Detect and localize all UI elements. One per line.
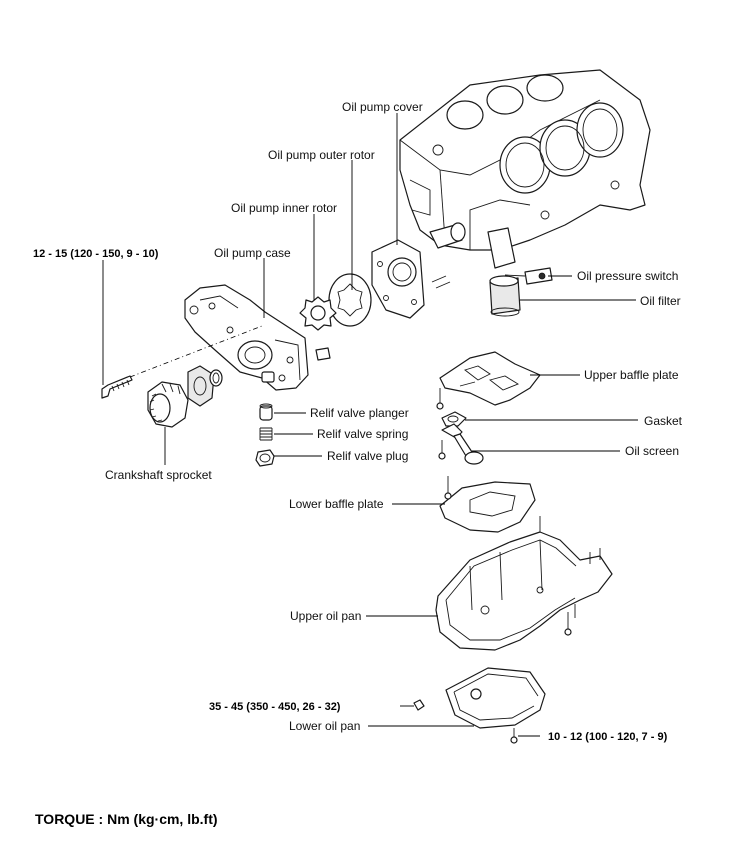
- upper-oil-pan: [435, 516, 613, 651]
- label-upper-baffle-plate: Upper baffle plate: [584, 368, 679, 382]
- leader-lines: [102, 113, 638, 737]
- label-oil-pump-case: Oil pump case: [214, 246, 291, 260]
- oil-pump-cover: [371, 239, 425, 319]
- label-oil-pressure-switch: Oil pressure switch: [577, 269, 678, 283]
- engine-block: [399, 69, 651, 317]
- torque-pump-case-bolt: 12 - 15 (120 - 150, 9 - 10): [33, 248, 159, 260]
- torque-lower-pan-bolt: 10 - 12 (100 - 120, 7 - 9): [548, 731, 668, 743]
- lower-oil-pan: [413, 667, 546, 744]
- upper-baffle-plate: [436, 351, 541, 410]
- oil-pump-inner-rotor: [299, 296, 337, 331]
- gasket: [441, 411, 467, 427]
- label-lower-baffle-plate: Lower baffle plate: [289, 497, 384, 511]
- torque-drain-plug: 35 - 45 (350 - 450, 26 - 32): [209, 701, 341, 713]
- pump-case-bolt: [101, 375, 133, 399]
- label-relif-valve-plug: Relif valve plug: [327, 449, 408, 463]
- crankshaft-sprocket: [147, 381, 189, 428]
- label-oil-pump-inner-rotor: Oil pump inner rotor: [231, 201, 337, 215]
- label-relif-valve-planger: Relif valve planger: [310, 406, 409, 420]
- relif-valve-spring: [259, 427, 273, 441]
- label-oil-pump-outer-rotor: Oil pump outer rotor: [268, 148, 375, 162]
- label-gasket: Gasket: [644, 414, 683, 428]
- lower-baffle-plate: [439, 476, 536, 533]
- relif-valve-planger: [259, 403, 273, 421]
- label-relif-valve-spring: Relif valve spring: [317, 427, 408, 441]
- oil-pump-outer-rotor: [328, 273, 372, 327]
- label-upper-oil-pan: Upper oil pan: [290, 609, 361, 623]
- label-crankshaft-sprocket: Crankshaft sprocket: [105, 468, 212, 482]
- label-oil-pump-cover: Oil pump cover: [342, 100, 423, 114]
- label-oil-filter: Oil filter: [640, 294, 681, 308]
- label-oil-screen: Oil screen: [625, 444, 679, 458]
- oil-screen: [438, 423, 484, 465]
- label-lower-oil-pan: Lower oil pan: [289, 719, 360, 733]
- front-oil-seal: [187, 365, 223, 407]
- relif-valve-plug: [255, 449, 275, 467]
- torque-legend: TORQUE : Nm (kg·cm, lb.ft): [35, 811, 218, 827]
- oil-pump-case: [184, 284, 331, 391]
